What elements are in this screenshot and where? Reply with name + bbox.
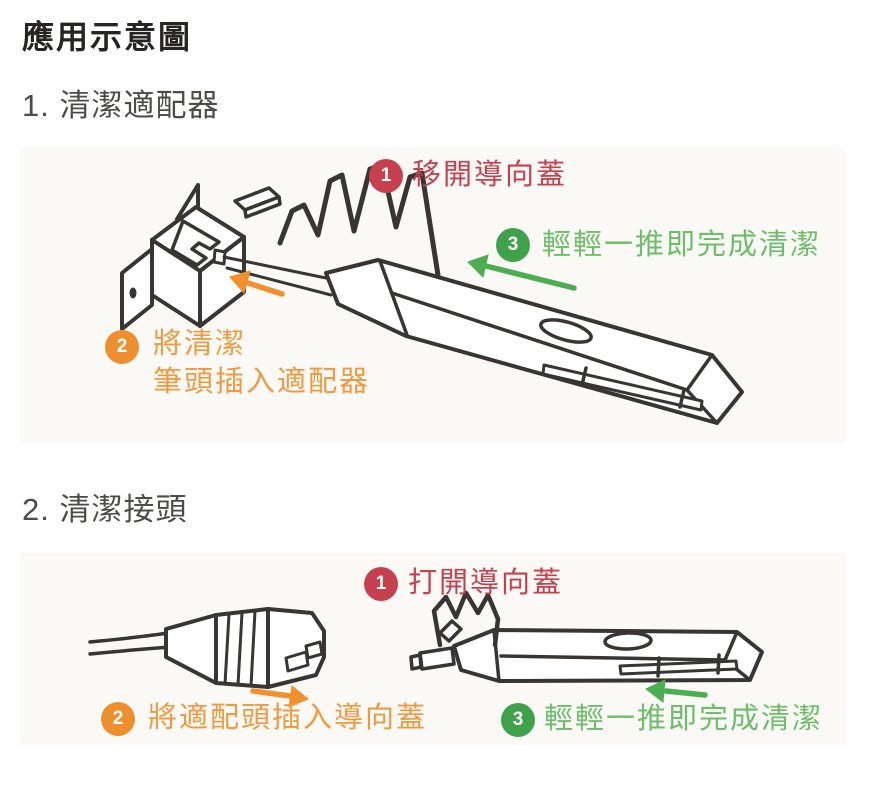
arrow-green-left-icon bbox=[645, 679, 708, 703]
pen-window-slot bbox=[539, 318, 593, 344]
cap-piece bbox=[233, 186, 282, 219]
pen-slider-slot bbox=[618, 653, 739, 678]
connector-cleaning-line-art bbox=[88, 590, 764, 708]
pen-window-slot bbox=[603, 631, 653, 651]
adapter-cleaning-line-art bbox=[120, 162, 744, 425]
guide-cap-fork bbox=[431, 590, 501, 648]
adapter-port-cutout bbox=[170, 219, 221, 267]
arrow-green-left-icon bbox=[467, 254, 577, 291]
arrow-orange-left-icon bbox=[229, 270, 285, 297]
step-3-badge: 3 bbox=[501, 703, 535, 737]
section-1-heading: 1. 清潔適配器 bbox=[22, 88, 220, 123]
step-2-label: 將清潔 筆頭插入適配器 bbox=[153, 325, 370, 401]
arrow-orange-right-icon bbox=[250, 685, 309, 708]
guide-cap-fork bbox=[277, 162, 441, 278]
page-title: 應用示意圖 bbox=[22, 19, 193, 55]
step-1-label: 打開導向蓋 bbox=[408, 567, 564, 599]
step-1-badge: 1 bbox=[364, 567, 398, 601]
step-3-badge: 3 bbox=[496, 228, 530, 262]
pen-cleaning-tip bbox=[409, 619, 463, 671]
step-2-badge: 2 bbox=[105, 330, 139, 364]
diagram-panel-adapter: 1 移開導向蓋 3 輕輕一推即完成清潔 2 將清潔 筆頭插入適配器 bbox=[20, 147, 846, 443]
step-2-label-line1: 將清潔 bbox=[153, 328, 247, 360]
diagram-panel-connector: 1 打開導向蓋 2 將適配頭插入導向蓋 3 輕輕一推即完成清潔 bbox=[20, 553, 846, 745]
step-1-badge: 1 bbox=[369, 159, 403, 193]
step-1-label: 移開導向蓋 bbox=[412, 159, 568, 191]
step-2-label: 將適配頭插入導向蓋 bbox=[148, 702, 428, 734]
cleaning-pen bbox=[324, 258, 744, 425]
pen-slider-slot bbox=[541, 363, 704, 412]
step-2-label-line2: 筆頭插入適配器 bbox=[153, 366, 371, 398]
adapter-body bbox=[150, 205, 246, 328]
step-2-badge: 2 bbox=[101, 702, 135, 736]
section-2-heading: 2. 清潔接頭 bbox=[22, 492, 188, 527]
step-3-label: 輕輕一推即完成清潔 bbox=[542, 229, 822, 261]
step-3-label: 輕輕一推即完成清潔 bbox=[544, 703, 824, 735]
fiber-connector bbox=[88, 607, 326, 689]
cleaning-pen bbox=[452, 628, 764, 683]
